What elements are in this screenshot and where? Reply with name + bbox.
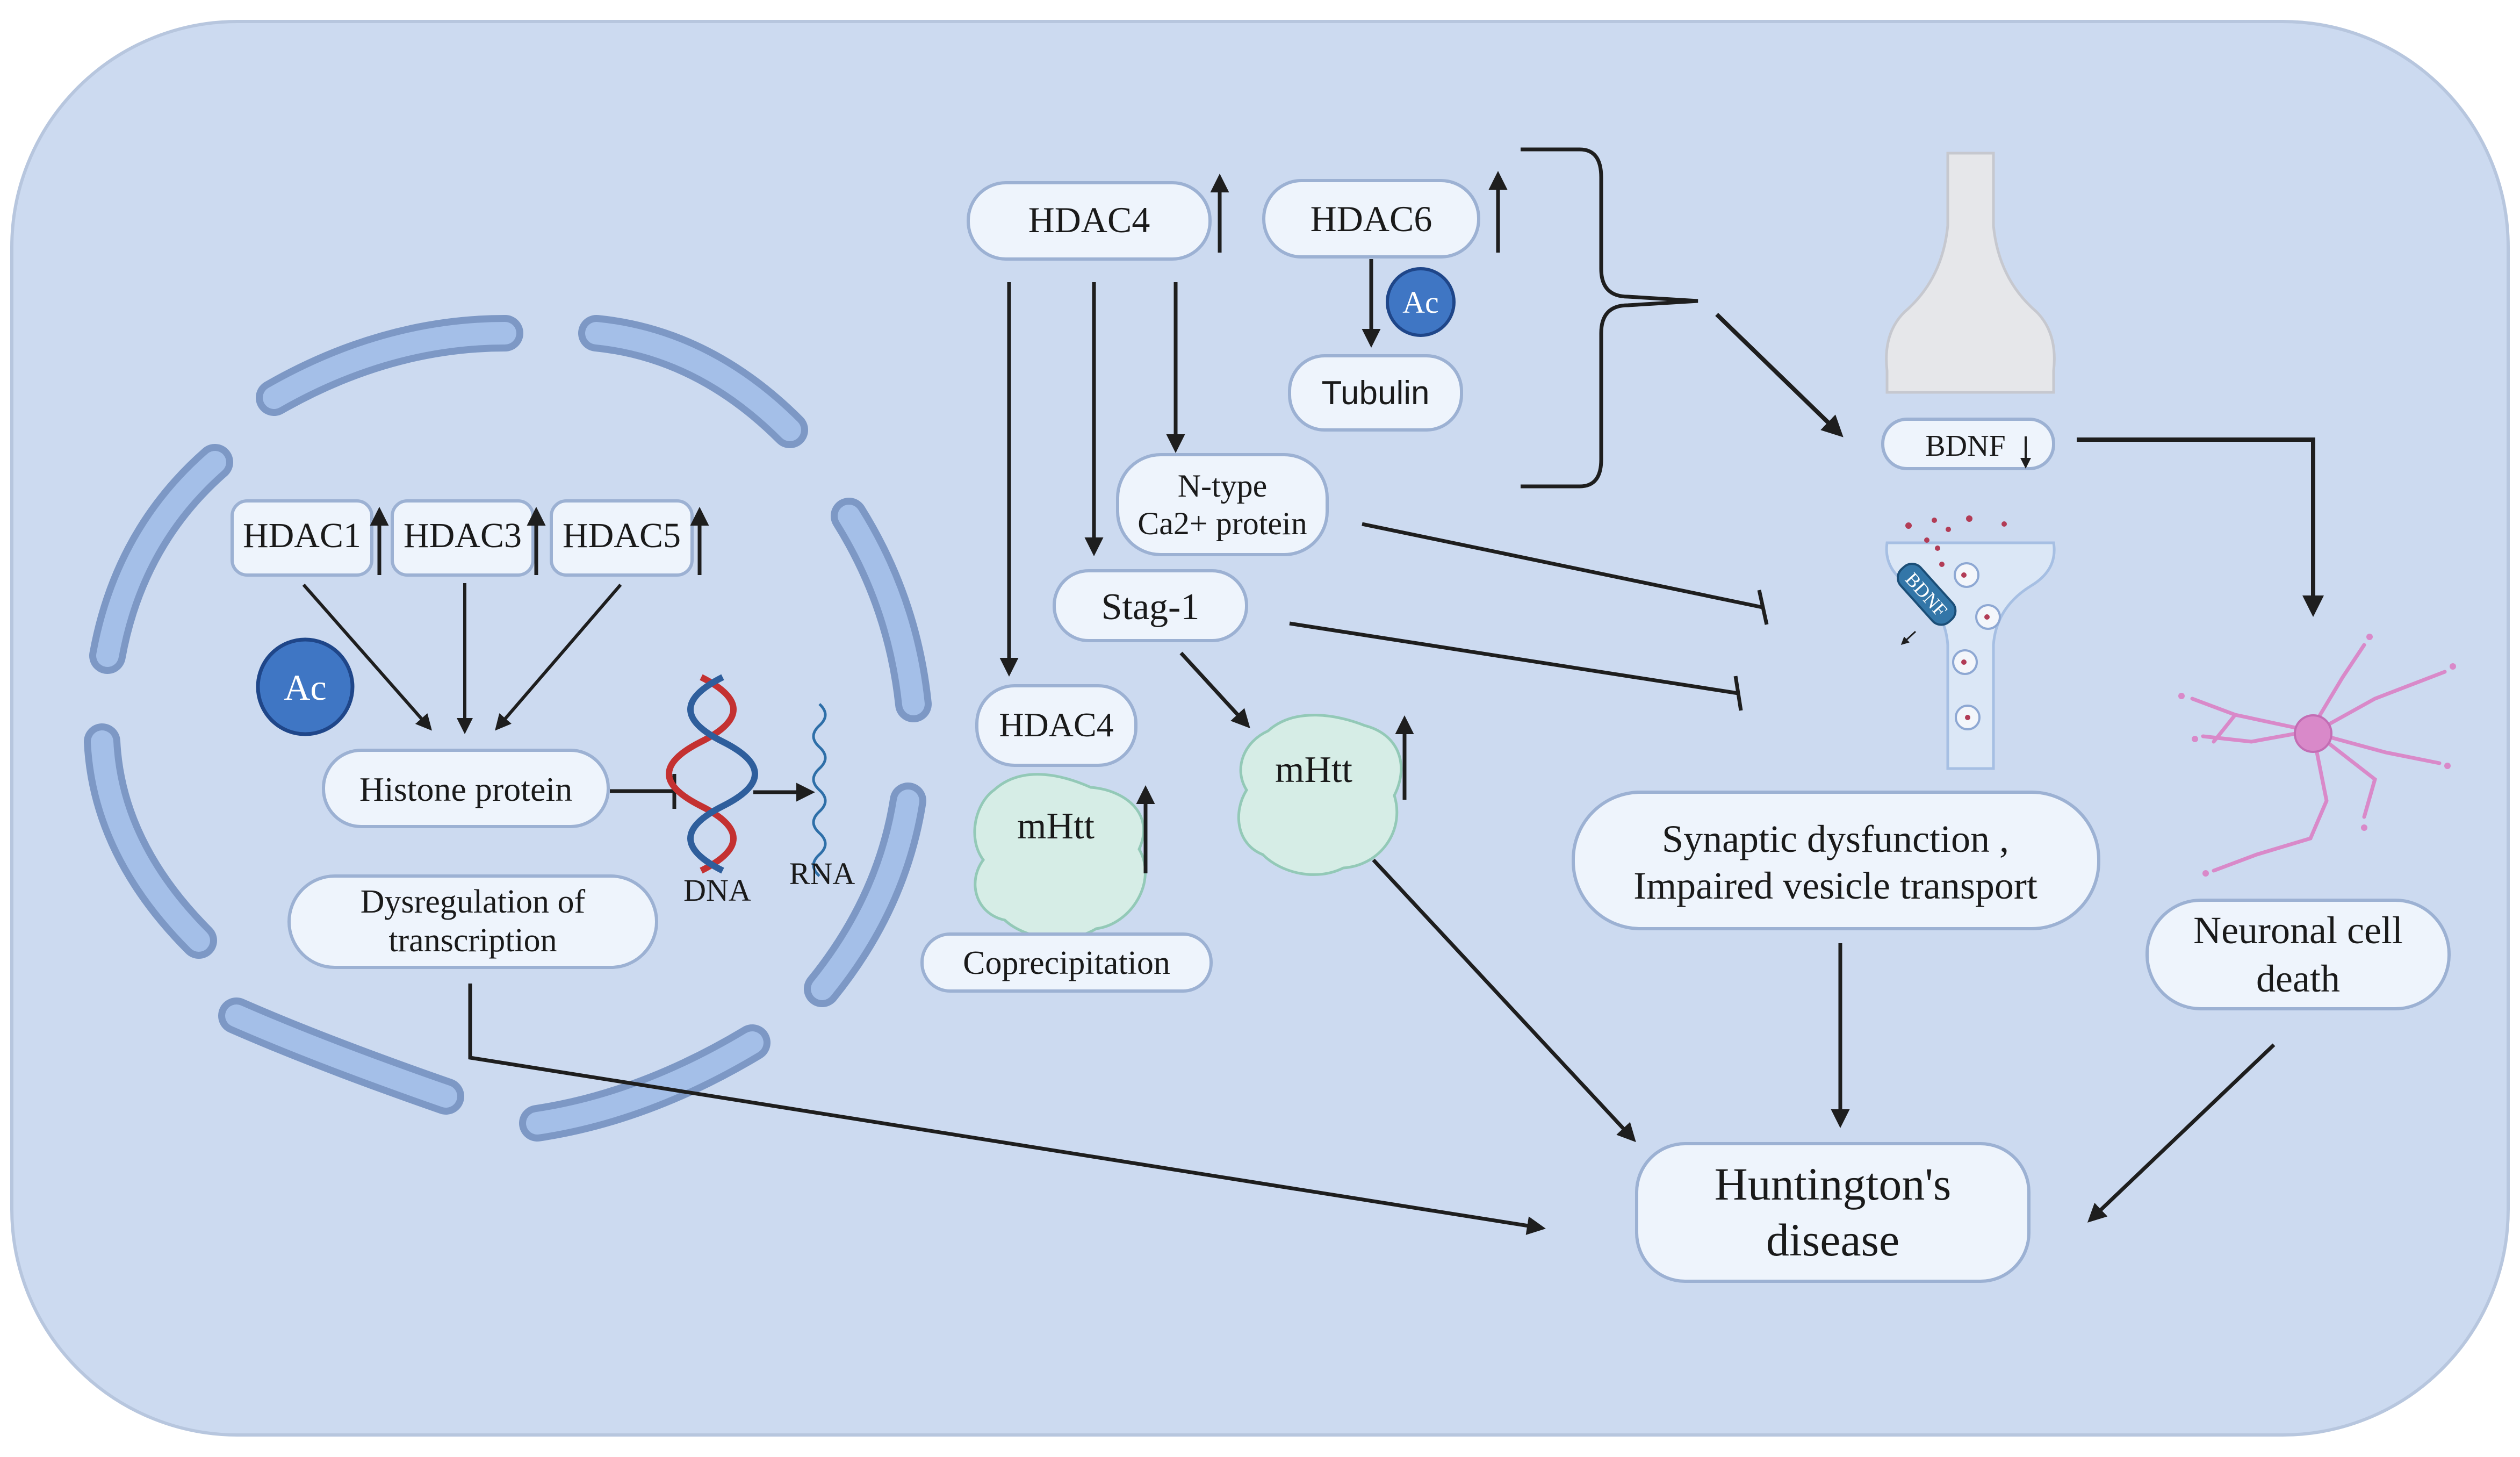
dysregulation-line2: transcription — [388, 922, 557, 959]
hdac5-label: HDAC5 — [563, 516, 681, 555]
stag1-box: Stag-1 — [1053, 569, 1248, 642]
mhtt-left-blob: mHtt — [973, 773, 1147, 941]
arrow-neuronal-huntingtons — [2087, 1043, 2276, 1223]
hdac3-label: HDAC3 — [404, 516, 522, 555]
acetyl-group-nucleus: Ac — [256, 637, 355, 736]
hdac4-lower-label: HDAC4 — [999, 706, 1113, 744]
ac-label-nucleus: Ac — [284, 667, 326, 708]
tubulin-label: Tubulin — [1321, 375, 1429, 412]
neuronal-line2: death — [2256, 957, 2340, 1000]
acetyl-group-cytoplasm: Ac — [1386, 267, 1456, 337]
neuron-icon — [2190, 643, 2447, 873]
inhibition-ntype-synapse — [1362, 522, 1769, 625]
bdnf-box-label: BDNF — [1925, 429, 2005, 463]
neuron-soma — [2294, 714, 2332, 753]
huntingtons-disease-box: Huntington's disease — [1635, 1142, 2031, 1283]
huntington-line2: disease — [1766, 1214, 1899, 1266]
tubulin-box: Tubulin — [1288, 354, 1463, 432]
dna-label: DNA — [683, 873, 751, 908]
coprecipitation-box: Coprecipitation — [920, 932, 1213, 993]
dysregulation-line1: Dysregulation of — [361, 884, 586, 920]
rna-label: RNA — [789, 856, 855, 891]
hdac3-box: HDAC3 — [391, 499, 535, 577]
neuronal-line1: Neuronal cell — [2193, 909, 2403, 952]
hdac6-box: HDAC6 — [1262, 179, 1480, 259]
neuronal-death-box: Neuronal cell death — [2145, 899, 2451, 1010]
arrow-bdnf-neuron — [2077, 437, 2324, 617]
presynaptic-terminal — [1885, 152, 2056, 394]
ntype-line2: Ca2+ protein — [1137, 506, 1307, 541]
cell-background — [10, 20, 2510, 1437]
inhibition-stag1-synapse — [1289, 621, 1743, 711]
mhtt-right-blob: mHtt — [1237, 714, 1403, 876]
arrow-stag1-mhtt — [1179, 651, 1250, 729]
bdnf-particles — [1905, 515, 2007, 720]
ntype-ca-protein-box: N-type Ca2+ protein — [1116, 453, 1329, 556]
mhtt-right-label: mHtt — [1275, 749, 1352, 791]
bdnf-box: BDNF — [1881, 418, 2055, 470]
arrow-mhtt-huntingtons — [1372, 858, 1636, 1143]
synaptic-dysfunction-box: Synaptic dysfunction , Impaired vesicle … — [1572, 791, 2100, 930]
hdac1-label: HDAC1 — [243, 516, 361, 555]
bdnf-tag-arrow — [1900, 630, 1917, 645]
hdac1-box: HDAC1 — [231, 499, 373, 577]
synaptic-line2: Impaired vesicle transport — [1633, 864, 2037, 907]
dna-helix-icon — [666, 674, 758, 874]
arrow-brace-bdnf — [1715, 313, 1844, 437]
synaptic-line1: Synaptic dysfunction , — [1662, 817, 2009, 860]
hdac4-top-box: HDAC4 — [967, 181, 1212, 261]
curly-brace — [1521, 147, 1698, 489]
ntype-line1: N-type — [1178, 468, 1268, 504]
arrow-dysregulation-huntingtons — [468, 984, 1546, 1235]
dysregulation-box: Dysregulation of transcription — [287, 874, 658, 969]
histone-label: Histone protein — [359, 770, 572, 808]
arrow-hdac5-histone — [495, 584, 622, 731]
stag1-label: Stag-1 — [1101, 586, 1200, 628]
ac-label-cytoplasm: Ac — [1402, 285, 1439, 320]
hdac6-label: HDAC6 — [1311, 198, 1432, 239]
rna-strand-icon — [812, 703, 827, 877]
nuclear-envelope — [84, 315, 932, 1142]
neuron-dots — [2178, 634, 2456, 877]
hdac4-top-label: HDAC4 — [1028, 199, 1150, 240]
arrow-hdac1-histone — [302, 584, 432, 731]
histone-protein-box: Histone protein — [322, 749, 610, 828]
hdac4-lower-box: HDAC4 — [975, 684, 1137, 767]
hdac5-box: HDAC5 — [550, 499, 694, 577]
huntington-line1: Huntington's — [1715, 1158, 1952, 1210]
mhtt-left-label: mHtt — [1017, 806, 1095, 847]
coprecipitation-label: Coprecipitation — [963, 945, 1170, 981]
